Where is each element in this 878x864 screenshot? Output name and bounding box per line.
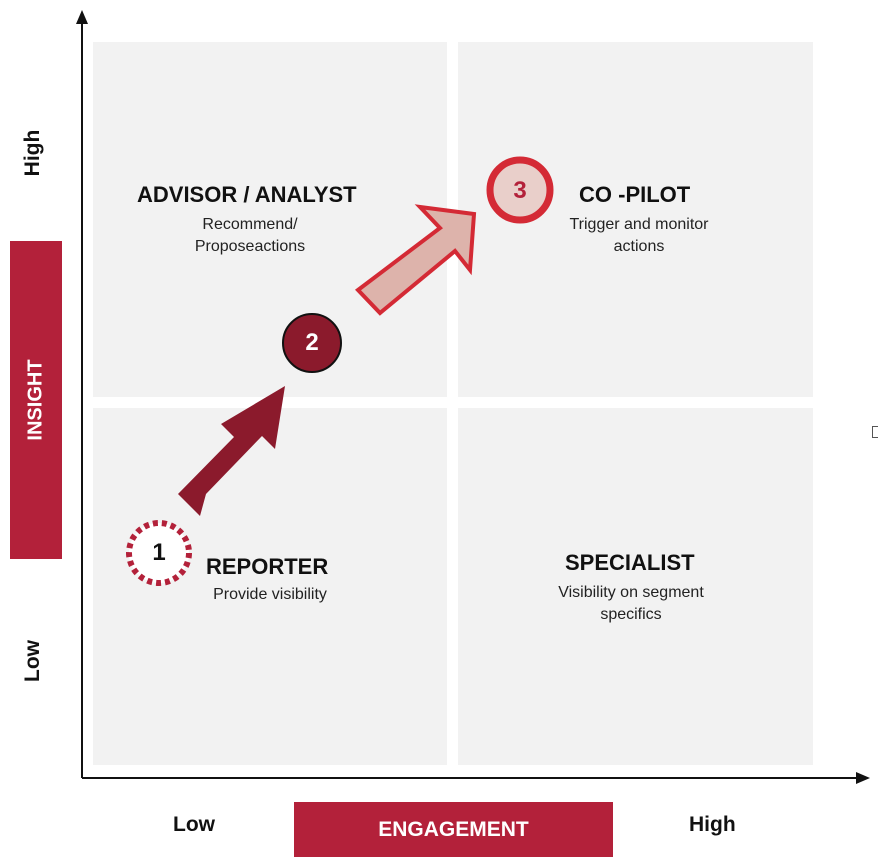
step-3-number: 3: [513, 177, 527, 204]
x-axis-high-label: High: [689, 813, 736, 836]
specialist-desc-line1: Visibility on segment: [558, 584, 704, 601]
co-pilot-title: CO -PILOT: [579, 182, 691, 207]
reporter-desc: Provide visibility: [170, 584, 370, 606]
advisor-analyst-title: ADVISOR / ANALYST: [137, 182, 357, 207]
advisor-analyst-desc: Recommend/ Proposeactions: [150, 214, 350, 258]
x-axis-label-box: [294, 802, 613, 857]
progress-arrow-2-to-3: [355, 204, 477, 316]
step-2-circle: [282, 313, 342, 373]
specialist-desc-line2: specifics: [600, 606, 662, 623]
co-pilot-desc: Trigger and monitor actions: [539, 214, 739, 258]
reporter-desc-line1: Provide visibility: [213, 586, 327, 603]
step-1-circle: [126, 520, 192, 586]
progress-arrow-1-to-2: [178, 386, 285, 516]
y-axis-high-label: High: [21, 129, 44, 177]
x-axis-label: ENGAGEMENT: [378, 818, 529, 841]
quadrant-reporter: [93, 408, 447, 765]
x-axis-low-label: Low: [173, 813, 215, 836]
specialist-title: SPECIALIST: [565, 550, 695, 575]
co-pilot-desc-line1: Trigger and monitor: [569, 216, 709, 233]
y-axis-label: INSIGHT: [24, 359, 47, 441]
step-3-circle: [486, 156, 554, 224]
reporter-title: REPORTER: [206, 554, 329, 579]
co-pilot-desc-line2: actions: [613, 238, 665, 255]
step-2-number: 2: [305, 329, 319, 356]
y-axis-label-box: [10, 241, 62, 559]
quadrant-advisor-analyst: [93, 42, 447, 397]
y-axis-arrowhead: [76, 10, 88, 24]
x-axis-arrowhead: [856, 772, 870, 784]
advisor-analyst-desc-line1: Recommend/: [202, 216, 298, 233]
edge-artifact: [872, 426, 878, 438]
advisor-analyst-desc-line2: Proposeactions: [194, 238, 306, 255]
specialist-desc: Visibility on segment specifics: [531, 582, 731, 626]
quadrant-specialist: [458, 408, 813, 765]
step-1-number: 1: [152, 539, 166, 566]
y-axis-low-label: Low: [21, 640, 44, 682]
